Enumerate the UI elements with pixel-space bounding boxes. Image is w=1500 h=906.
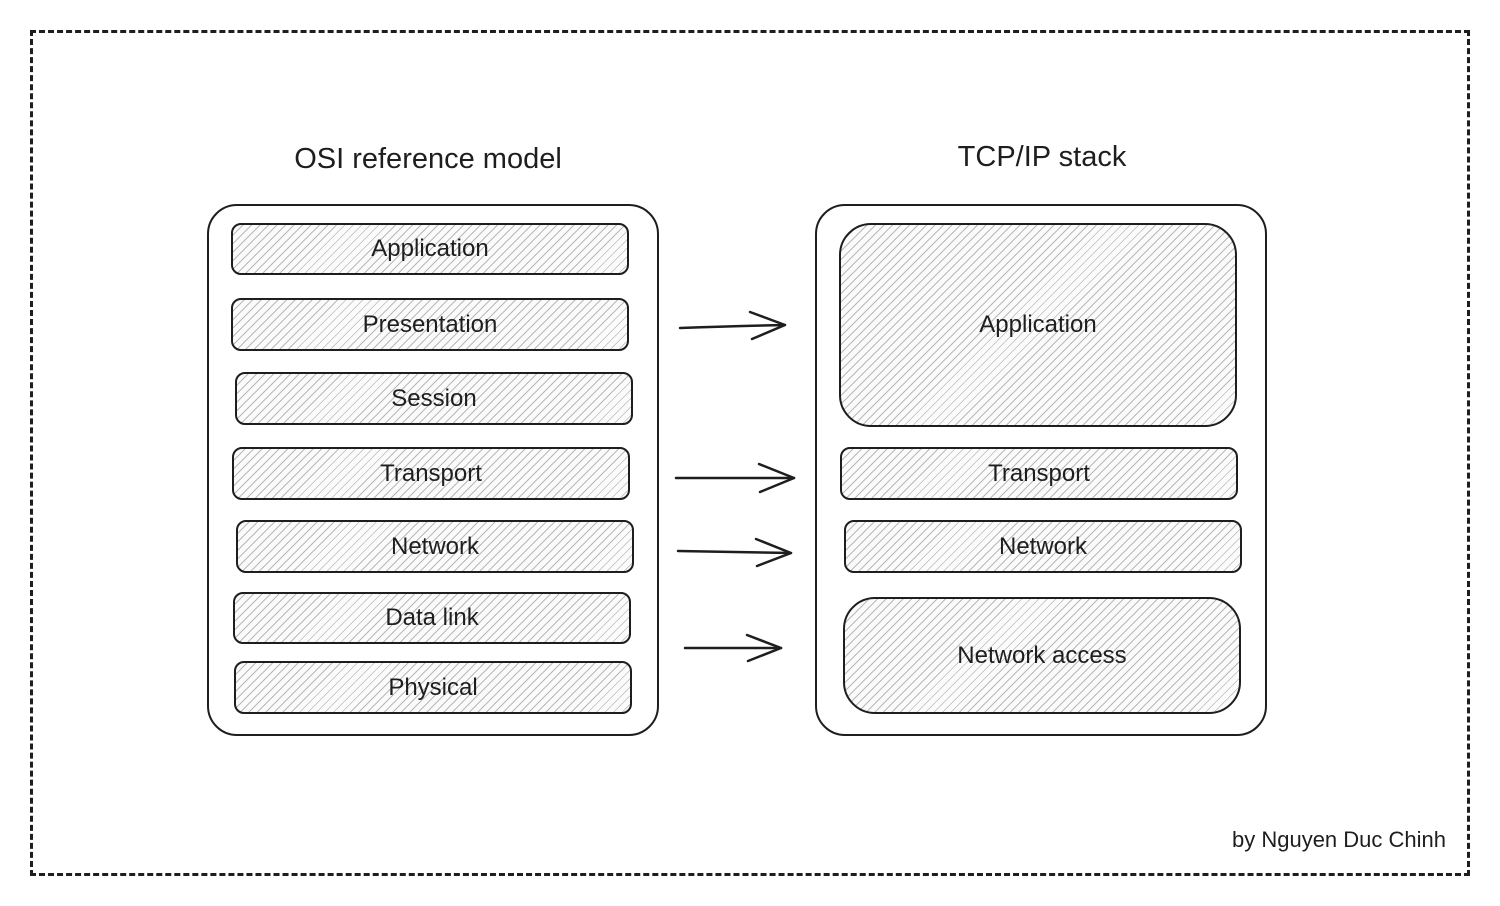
author-credit: by Nguyen Duc Chinh	[1231, 827, 1446, 852]
tcpip-layer-application: Application	[839, 223, 1237, 427]
osi-layer-transport: Transport	[232, 447, 630, 500]
osi-layer-label: Transport	[380, 459, 482, 487]
osi-layer-label: Presentation	[362, 310, 498, 338]
osi-layer-label: Data link	[385, 604, 479, 631]
tcpip-layer-label: Network access	[957, 641, 1127, 669]
osi-layer-network: Network	[236, 520, 634, 573]
osi-layer-label: Session	[391, 384, 477, 412]
osi-layer-application: Application	[231, 223, 629, 275]
osi-layer-label: Network	[390, 532, 480, 560]
osi-layer-label: Application	[371, 235, 489, 262]
tcpip-layer-label: Network	[998, 532, 1088, 560]
osi-layer-session: Session	[235, 372, 633, 425]
osi-layer-physical: Physical	[234, 661, 632, 714]
osi-title: OSI reference model	[294, 143, 562, 175]
tcpip-layer-label: Application	[979, 311, 1097, 338]
tcpip-title: TCP/IP stack	[957, 141, 1127, 173]
osi-layer-presentation: Presentation	[231, 298, 629, 351]
tcpip-layer-network-access: Network access	[843, 597, 1241, 714]
osi-layer-data-link: Data link	[233, 592, 631, 644]
tcpip-layer-label: Transport	[988, 459, 1090, 487]
tcpip-layer-transport: Transport	[840, 447, 1238, 500]
dashed-frame	[30, 30, 1470, 876]
osi-layer-label: Physical	[388, 673, 478, 701]
tcpip-layer-network: Network	[844, 520, 1242, 573]
